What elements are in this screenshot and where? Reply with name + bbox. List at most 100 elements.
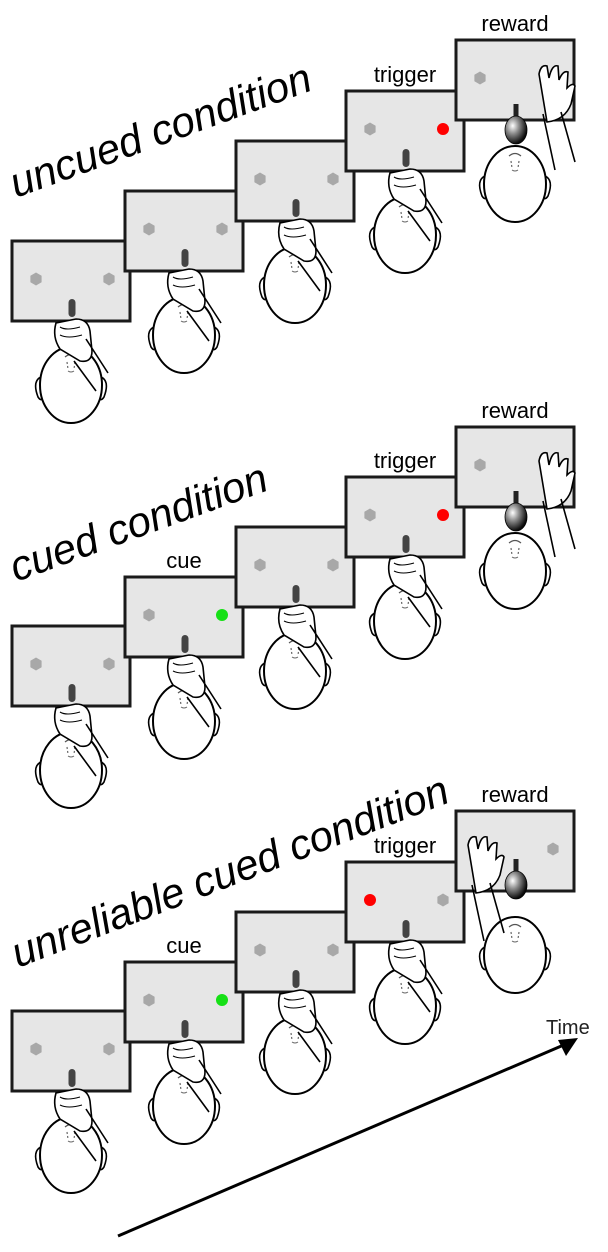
face-mark xyxy=(401,606,409,609)
condition-title: cued condition xyxy=(3,454,274,591)
hand-icon xyxy=(387,149,443,242)
head-outline xyxy=(152,682,216,760)
palm xyxy=(53,703,93,748)
right-target-dot xyxy=(216,609,228,621)
face-mark xyxy=(180,1091,188,1094)
reaching-arm xyxy=(471,882,505,942)
trial-panel: cue xyxy=(123,548,245,760)
spout xyxy=(513,859,519,873)
hand-icon xyxy=(53,299,109,392)
finger-creases xyxy=(393,176,417,188)
head-icon xyxy=(258,246,332,324)
pressing-finger xyxy=(292,970,300,988)
step-label: trigger xyxy=(374,62,436,87)
trial-panel: reward xyxy=(454,398,576,610)
finger-creases xyxy=(283,226,307,238)
trial-panel xyxy=(123,189,245,374)
left-target-dot xyxy=(254,943,266,957)
forearm xyxy=(186,674,222,728)
reaching-hand-icon xyxy=(467,835,505,942)
face-mark xyxy=(511,556,519,559)
head-outline xyxy=(152,296,216,374)
head-outline xyxy=(39,346,103,424)
reaching-hand-icon xyxy=(538,64,576,171)
forearm xyxy=(297,624,333,678)
head-icon xyxy=(147,296,221,374)
forearm xyxy=(407,574,443,628)
head-icon xyxy=(147,682,221,760)
forearm xyxy=(186,288,222,342)
condition-row: trigger reward xyxy=(10,11,576,424)
step-label: cue xyxy=(166,548,201,573)
left-target-dot xyxy=(254,558,266,572)
reward-drop-icon xyxy=(504,104,528,145)
left-target-dot xyxy=(364,894,376,906)
face-mark xyxy=(67,1140,75,1143)
palm xyxy=(53,1088,93,1133)
trial-panel: cue xyxy=(123,933,245,1145)
hand-icon xyxy=(166,1020,222,1113)
time-arrow xyxy=(117,1038,578,1238)
right-target-dot xyxy=(216,222,228,236)
right-target-dot xyxy=(103,1042,115,1056)
hand-icon xyxy=(277,199,333,292)
pressing-finger xyxy=(68,299,76,317)
open-palm xyxy=(467,835,505,894)
spout xyxy=(513,104,519,118)
right-target-dot xyxy=(103,272,115,286)
palm xyxy=(387,554,427,599)
forearm xyxy=(73,1108,109,1162)
open-palm xyxy=(538,64,576,123)
face-mark xyxy=(291,270,299,273)
hand-icon xyxy=(166,635,222,728)
trial-panel: trigger xyxy=(344,448,466,660)
face-mark xyxy=(67,755,75,758)
palm xyxy=(277,989,317,1034)
left-target-dot xyxy=(30,1042,42,1056)
face-mark xyxy=(291,1041,299,1044)
pressing-finger xyxy=(181,1020,189,1038)
head-icon xyxy=(34,731,108,809)
panels-layer: triggerrewardcuetriggerrewardcuetriggerr… xyxy=(10,11,576,1194)
face-mark xyxy=(401,220,409,223)
hand-icon xyxy=(53,684,109,777)
finger-creases xyxy=(172,1047,196,1059)
reward-drop-icon xyxy=(504,859,528,900)
trial-panel xyxy=(234,525,356,710)
left-target-dot xyxy=(143,222,155,236)
left-target-dot xyxy=(30,657,42,671)
head-outline xyxy=(263,1017,327,1095)
time-arrow-head xyxy=(558,1038,578,1056)
head-outline xyxy=(263,632,327,710)
head-icon xyxy=(34,1116,108,1194)
step-label: reward xyxy=(481,398,548,423)
left-target-dot xyxy=(30,272,42,286)
time-arrow-line xyxy=(117,1042,567,1238)
face-mark xyxy=(401,991,409,994)
step-label: cue xyxy=(166,933,201,958)
brow-line xyxy=(508,923,522,928)
head-icon xyxy=(34,346,108,424)
head-outline xyxy=(483,916,547,994)
open-palm xyxy=(538,451,576,510)
left-target-dot xyxy=(474,71,486,85)
reward-drop xyxy=(504,115,528,145)
finger-creases xyxy=(283,612,307,624)
trial-panel: trigger xyxy=(344,833,466,1045)
palm xyxy=(277,218,317,263)
reaching-arm xyxy=(542,498,576,558)
pressing-finger xyxy=(68,1069,76,1087)
trial-panel xyxy=(234,910,356,1095)
trial-panel: reward xyxy=(454,11,576,223)
left-target-dot xyxy=(143,608,155,622)
hand-icon xyxy=(387,535,443,628)
forearm xyxy=(407,188,443,242)
brow-line xyxy=(508,152,522,157)
trial-panel xyxy=(10,1009,132,1194)
trial-panel: reward xyxy=(454,782,576,994)
head-icon xyxy=(478,145,552,223)
finger-creases xyxy=(393,947,417,959)
finger-creases xyxy=(59,1096,83,1108)
left-target-dot xyxy=(474,458,486,472)
